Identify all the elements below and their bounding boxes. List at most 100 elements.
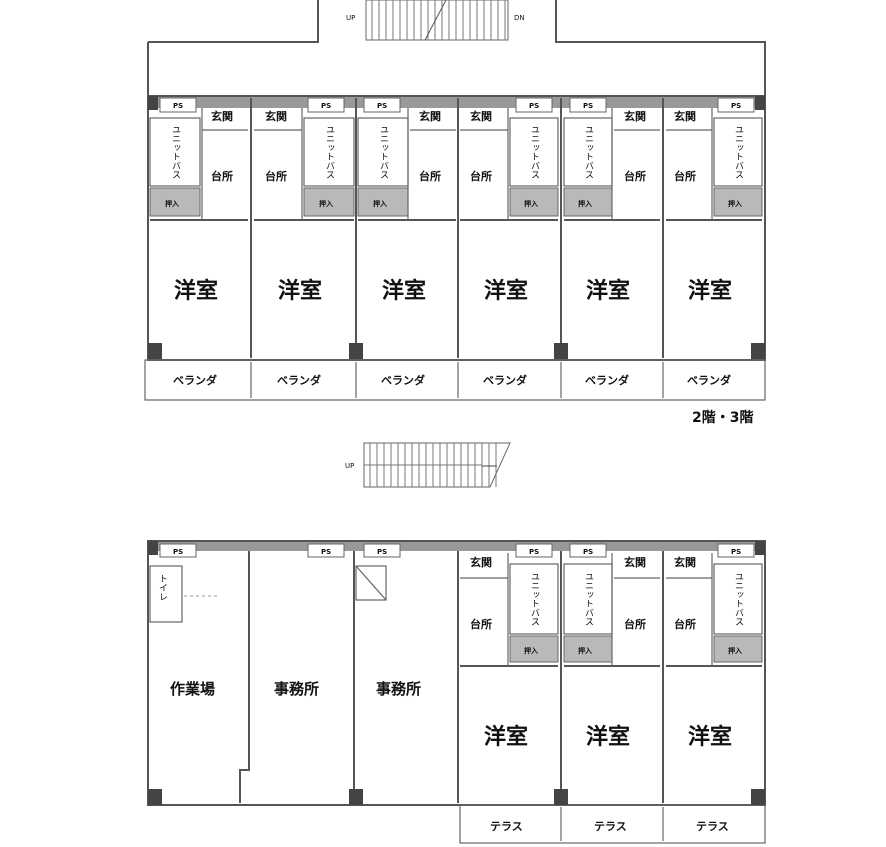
upper-corridor-edge [148, 96, 765, 108]
ps-label: PS [173, 102, 183, 110]
closet-label: 押入 [319, 199, 333, 208]
upper-unit-dividers [201, 98, 713, 398]
room-label: 洋室 [586, 724, 630, 750]
entry-label: 玄関 [470, 555, 492, 569]
terrace-label: テラス [490, 820, 523, 833]
room-label: 洋室 [586, 278, 630, 304]
upper-floor-plan: UP DN PS ユニットバス 押入 玄関 台所 洋室 ベランダ PS ユニ [144, 0, 766, 426]
ps-label: PS [583, 548, 593, 556]
entry-label: 玄関 [624, 555, 646, 569]
lower-floor-plan: PS トイレ 作業場 PS 事務所 PS 事務所 PS 玄関 [147, 540, 766, 844]
entry-label: 玄関 [674, 555, 696, 569]
stair-up-label: UP [346, 14, 355, 22]
upper-unit-6: PS ユニットバス 押入 玄関 台所 洋室 ベランダ [666, 97, 763, 387]
upper-columns [148, 96, 765, 359]
kitchen-label: 台所 [624, 169, 646, 183]
closet-label: 押入 [728, 199, 742, 208]
entry-label: 玄関 [211, 109, 233, 123]
room-label: 洋室 [688, 278, 732, 304]
lower-frame [147, 540, 766, 806]
bath-label: ユニットバス [170, 125, 181, 179]
upper-balcony-strip [144, 359, 766, 401]
room-label: 事務所 [376, 680, 421, 698]
closet-label: 押入 [165, 199, 179, 208]
upper-unit-4: PS ユニットバス 押入 玄関 台所 洋室 ベランダ [460, 97, 559, 387]
kitchen-label: 台所 [674, 169, 696, 183]
room-label: 洋室 [484, 278, 528, 304]
toilet [149, 565, 183, 623]
ps-box [159, 97, 197, 113]
upper-corridor-wall [148, 0, 766, 96]
upper-stair: UP DN [346, 0, 525, 41]
lower-unit-3: PS 玄関 ユニットバス 押入 台所 洋室 テラス [666, 543, 763, 833]
ps-label: PS [529, 102, 539, 110]
stair-dn-label: DN [514, 14, 525, 22]
kitchen-label: 台所 [265, 169, 287, 183]
room-label: 洋室 [278, 278, 322, 304]
terrace-label: テラス [594, 820, 627, 833]
closet-label: 押入 [524, 199, 538, 208]
entry-label: 玄関 [265, 109, 287, 123]
unit-bath [149, 117, 201, 187]
ps-label: PS [731, 102, 741, 110]
ps-label: PS [731, 548, 741, 556]
ps-label: PS [321, 102, 331, 110]
bath-label: ユニットバス [733, 125, 744, 179]
balcony-label: ベランダ [585, 373, 629, 387]
ps-label: PS [321, 548, 331, 556]
upper-unit-1: PS ユニットバス 押入 玄関 台所 洋室 ベランダ [149, 97, 248, 387]
closet-label: 押入 [373, 199, 387, 208]
ps-label: PS [173, 548, 183, 556]
lower-inner-walls [507, 553, 713, 841]
floor-label: 2階・3階 [692, 409, 753, 426]
office-1: PS 事務所 [274, 543, 345, 698]
lower-columns [148, 541, 765, 805]
upper-unit-2: PS ユニットバス 押入 玄関 台所 洋室 ベランダ [254, 97, 355, 387]
room-label: 洋室 [484, 724, 528, 750]
kitchen-label: 台所 [419, 169, 441, 183]
entry-label: 玄関 [674, 109, 696, 123]
closet-label: 押入 [728, 646, 742, 655]
kitchen-label: 台所 [211, 169, 233, 183]
balcony-label: ベランダ [483, 373, 527, 387]
middle-stair: UP [345, 442, 511, 488]
bath-label: ユニットバス [529, 572, 540, 626]
kitchen-label: 台所 [674, 617, 696, 631]
entry-label: 玄関 [419, 109, 441, 123]
kitchen-label: 台所 [624, 617, 646, 631]
upper-unit-3: PS ユニットバス 押入 玄関 台所 洋室 ベランダ [357, 97, 456, 387]
bath-label: ユニットバス [529, 125, 540, 179]
kitchen-label: 台所 [470, 169, 492, 183]
balcony-label: ベランダ [381, 373, 425, 387]
terrace-label: テラス [696, 820, 729, 833]
entry-label: 玄関 [470, 109, 492, 123]
upper-units-frame [147, 95, 766, 361]
workshop: PS トイレ 作業場 [149, 543, 220, 698]
kitchen-label: 台所 [470, 617, 492, 631]
stair-up-label: UP [345, 462, 354, 470]
bath-label: ユニットバス [583, 572, 594, 626]
lower-unit-1: PS 玄関 ユニットバス 押入 台所 洋室 テラス [460, 543, 559, 833]
balcony-label: ベランダ [173, 373, 217, 387]
bath-label: ユニットバス [324, 125, 335, 179]
entry-label: 玄関 [624, 109, 646, 123]
terrace-strip [459, 804, 766, 844]
bath-label: ユニットバス [583, 125, 594, 179]
room-label: 洋室 [688, 724, 732, 750]
ps-label: PS [377, 102, 387, 110]
room-label: 事務所 [274, 680, 319, 698]
balcony-label: ベランダ [277, 373, 321, 387]
workshop-wall [239, 551, 250, 803]
closet-label: 押入 [578, 199, 592, 208]
ps-label: PS [529, 548, 539, 556]
closet-label: 押入 [578, 646, 592, 655]
balcony-label: ベランダ [687, 373, 731, 387]
toilet-label: トイレ [157, 574, 168, 601]
ps-label: PS [583, 102, 593, 110]
room-label: 洋室 [174, 278, 218, 304]
lower-unit-2: PS ユニットバス 押入 玄関 台所 洋室 テラス [563, 543, 660, 833]
bath-label: ユニットバス [733, 572, 744, 626]
ps-label: PS [377, 548, 387, 556]
office-2: PS 事務所 [355, 543, 421, 698]
